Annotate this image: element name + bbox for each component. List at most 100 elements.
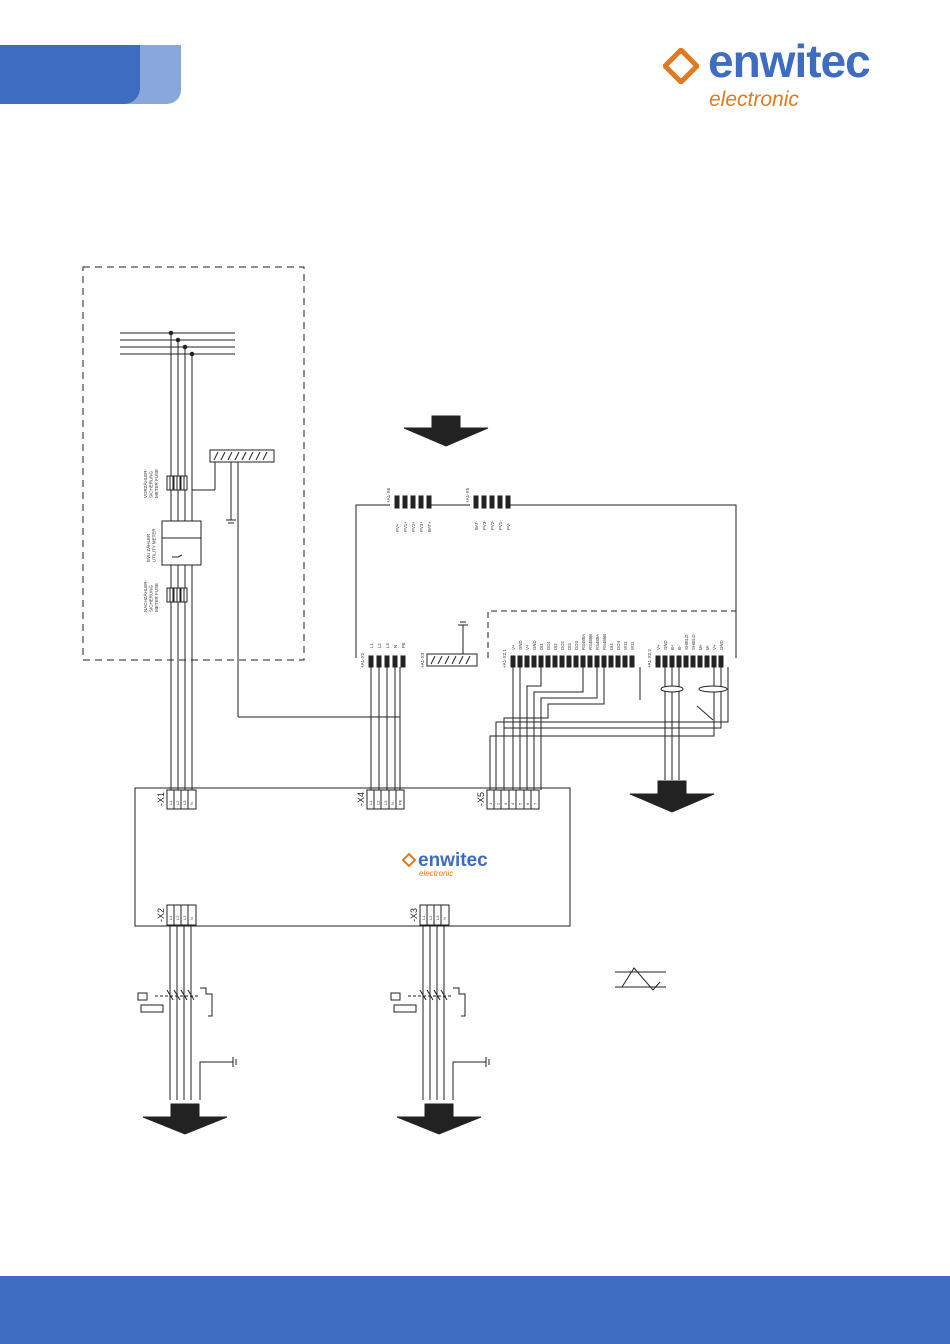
inv-x22-pin-1: GND [663,640,668,650]
inv-x6-pin-0: PV+ [395,523,400,532]
x5-pin-6: 7 [532,802,537,805]
brand-logo: enwitec electronic [663,35,903,118]
inv-x21-pin-9: DO3 [574,641,579,650]
inv-x22-pin-8: V+ [712,644,717,650]
inv-x2-pins [368,655,406,668]
x5-pin-0: 1 [488,802,493,805]
x5-label: -X5 [476,792,486,806]
x2-pin-0: L1 [168,915,173,920]
inv-x21-pin-10: RS485A [581,634,586,650]
terminal-x2 [166,904,197,926]
inv-x22-pins [655,655,724,668]
inv-x22-pin-2: B+ [670,644,675,650]
inv-x5-pin-1: PV3- [482,520,487,530]
inv-x22-pin-3: B- [677,645,682,650]
x1-pin-3: N [189,802,194,805]
x4-pin-2: L3 [383,800,388,805]
inv-x2-pin-3: N [393,645,398,648]
inv-x22-pin-5: SHIELD [691,634,696,650]
inv-x5-pin-2: PV2- [490,520,495,530]
x1-label: -X1 [156,792,166,806]
footer-bar [0,1276,950,1344]
x3-label: -X3 [409,908,419,922]
inv-x6-pin-3: PV3+ [419,521,424,532]
inv-x21-pin-14: DI4 [609,643,614,650]
inv-x21-pin-3: GND [532,640,537,650]
x2-pin-1: L2 [175,915,180,920]
inv-x21-pin-13: RS485B [602,634,607,650]
inv-x21-pin-11: RS485B [588,634,593,650]
terminal-x3 [419,904,450,926]
inv-x22-pin-7: M- [705,644,710,650]
x1-pin-1: L2 [175,800,180,805]
inv-x21-pin-12: RS485A [595,634,600,650]
inv-x5-pins [473,495,511,509]
inv-x22-pin-6: M+ [698,643,703,650]
enclosure-logo-name: enwitec [418,850,488,871]
x4-pin-0: L1 [368,800,373,805]
brand-name: enwitec [708,35,871,87]
x5-pin-4: 5 [518,802,523,805]
wiring-diagram: VORZÄHLER- SICHERUNGMETER FUSE EVU ZÄHLE… [82,266,737,1135]
inv-x21-pin-6: DI2 [553,643,558,650]
x3-pin-0: L1 [421,915,426,920]
x3-pin-1: L2 [428,915,433,920]
inv-x21-pin-7: DO2 [560,641,565,650]
x5-pin-3: 4 [510,802,515,805]
x5-pin-5: 6 [525,802,530,805]
inv-x22-tag: +A1-X2.2 [647,649,652,668]
post-fuse-label: NACHZÄHLER- SICHERUNGMETER FUSE [142,579,159,612]
brand-diamond-icon [663,48,699,84]
x2-label: -X2 [156,908,166,922]
terminal-x5 [486,789,540,810]
inv-x6-pins [394,495,432,509]
x2-pin-3: N [189,917,194,920]
inv-x3-tag: +A1-X3 [420,652,425,668]
inv-x6-pin-2: PV2+ [411,521,416,532]
terminal-x4 [366,789,405,810]
main-enclosure [134,787,571,927]
inv-x22-pin-4: SHIELD [684,634,689,650]
meter-label: EVU ZÄHLER UTILITY METER [145,528,157,562]
inv-x21-pins [510,655,635,668]
inv-x21-pin-8: DI3 [567,643,572,650]
x4-pin-3: N [390,802,395,805]
inv-x21-pin-2: V+ [525,644,530,650]
inv-x21-tag: +A1-X2.1 [502,649,507,668]
terminal-x1 [166,789,197,810]
inv-x21-pin-4: DI1 [539,643,544,650]
inv-x2-pin-1: L2 [377,643,382,648]
inv-x21-pin-16: W11 [623,641,628,650]
grid-dashed-box [82,266,305,661]
x4-pin-4: PE [398,799,403,805]
inv-x6-pin-4: BAT+ [427,521,432,532]
inv-x21-pin-1: GND [518,640,523,650]
inv-x6-pin-labels: PV+PV1+PV2+PV3+BAT+ [395,521,432,532]
x1-pin-0: L1 [168,800,173,805]
inv-x5-pin-labels: BAT-PV3-PV2-PV1-PV- [474,520,511,530]
pre-fuse-label: VORZÄHLER- SICHERUNGMETER FUSE [142,468,159,498]
header-tab-dark [0,45,140,104]
inv-x21-pin-0: V+ [511,644,516,650]
inv-x2-tag: +A1-X2 [360,652,365,668]
x3-pin-3: N [442,917,447,920]
x4-label: -X4 [356,792,366,806]
inv-x5-pin-4: PV- [506,523,511,530]
inv-x22-pin-9: GND [719,640,724,650]
inv-x21-pin-5: DO1 [546,641,551,650]
inv-x21-pin-17: W11 [630,641,635,650]
enclosure-logo-sub: electronic [419,869,453,878]
inv-x5-pin-3: PV1- [498,520,503,530]
x4-pin-1: L2 [375,800,380,805]
brand-sub: electronic [709,88,799,111]
enclosure-logo: enwitec electronic [401,850,488,878]
inv-x2-pin-0: L1 [369,643,374,648]
inv-x22-pin-0: V+ [656,644,661,650]
